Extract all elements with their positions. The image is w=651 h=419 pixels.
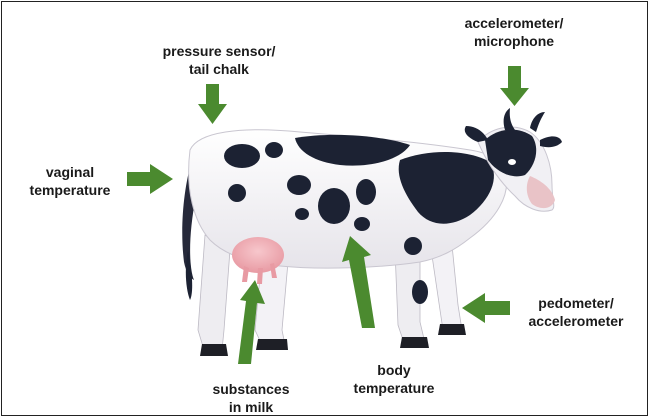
label-body-temperature-line2: temperature bbox=[342, 379, 446, 397]
label-substances-in-milk-line2: in milk bbox=[196, 398, 306, 416]
label-pressure-sensor-line2: tail chalk bbox=[152, 60, 286, 78]
label-vaginal-temperature-line2: temperature bbox=[18, 181, 122, 199]
label-pressure-sensor: pressure sensor/ tail chalk bbox=[152, 42, 286, 78]
label-pedometer-accelerometer-line1: pedometer/ bbox=[516, 294, 636, 312]
label-body-temperature-line1: body bbox=[342, 361, 446, 379]
label-substances-in-milk: substances in milk bbox=[196, 380, 306, 416]
arrow-accelerometer-microphone bbox=[500, 66, 529, 106]
label-vaginal-temperature: vaginal temperature bbox=[18, 163, 122, 199]
label-accelerometer-microphone-line1: accelerometer/ bbox=[455, 14, 573, 32]
label-accelerometer-microphone: accelerometer/ microphone bbox=[455, 14, 573, 50]
arrow-pressure-sensor bbox=[198, 84, 227, 124]
label-substances-in-milk-line1: substances bbox=[196, 380, 306, 398]
label-pedometer-accelerometer-line2: accelerometer bbox=[516, 312, 636, 330]
label-body-temperature: body temperature bbox=[342, 361, 446, 397]
arrow-pedometer-accelerometer bbox=[462, 293, 510, 323]
label-pedometer-accelerometer: pedometer/ accelerometer bbox=[516, 294, 636, 330]
label-vaginal-temperature-line1: vaginal bbox=[18, 163, 122, 181]
arrow-vaginal-temperature bbox=[127, 164, 173, 194]
cow-udder bbox=[232, 237, 284, 284]
label-pressure-sensor-line1: pressure sensor/ bbox=[152, 42, 286, 60]
label-accelerometer-microphone-line2: microphone bbox=[455, 32, 573, 50]
